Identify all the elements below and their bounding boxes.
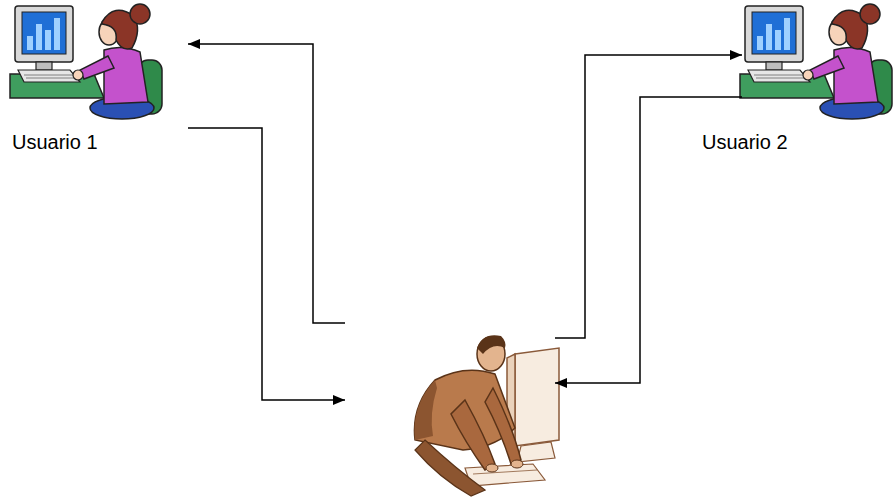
user-node: [345, 318, 555, 498]
flow-arrow: [188, 44, 345, 323]
user-node: Usuario 1: [8, 0, 188, 125]
user-node: Usuario 2: [742, 0, 892, 125]
operator-clipart: [414, 335, 559, 496]
user-clipart: [740, 4, 892, 119]
user-label: Usuario 2: [702, 130, 788, 154]
user-label: Usuario 1: [12, 130, 98, 154]
user-clipart: [10, 4, 162, 119]
flow-arrow: [188, 128, 345, 400]
